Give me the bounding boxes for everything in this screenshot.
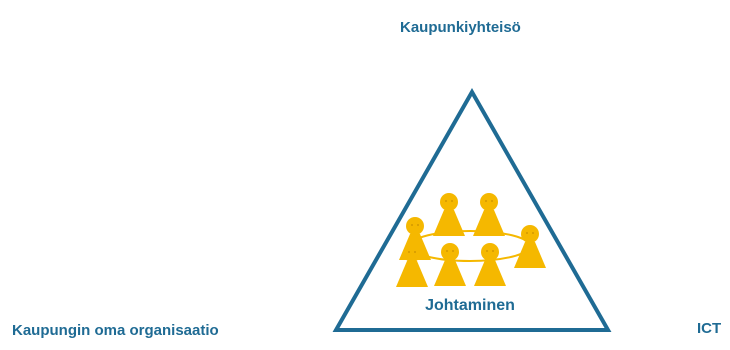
person-figure-icon: [474, 243, 506, 286]
person-figure-icon: [396, 244, 428, 287]
bottom-left-label: Kaupungin oma organisaatio: [12, 322, 219, 339]
people-group: [396, 193, 546, 287]
center-label: Johtaminen: [425, 297, 515, 314]
person-figure-icon: [473, 193, 505, 236]
person-figure-icon: [434, 243, 466, 286]
top-label: Kaupunkiyhteisö: [400, 19, 521, 36]
person-figure-icon: [433, 193, 465, 236]
triangle-frame: [332, 87, 612, 332]
bottom-right-label: ICT: [697, 320, 722, 337]
person-figure-icon: [514, 225, 546, 268]
